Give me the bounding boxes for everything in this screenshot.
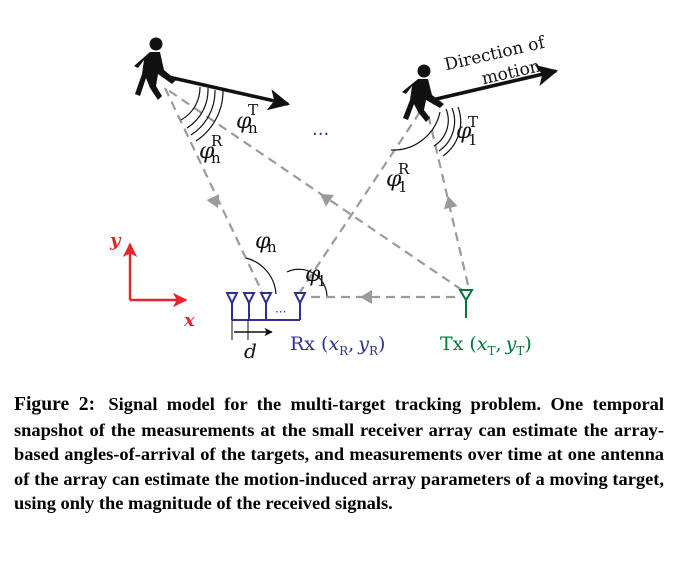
spacing-label-d: d: [244, 339, 257, 363]
axis-y-label: y: [109, 230, 122, 251]
arrowhead-path-n-rx: [206, 194, 220, 208]
arrowhead-tx-1: [443, 196, 458, 210]
label-phi-1-T-sub: 1: [468, 131, 478, 149]
arrowhead-tx-n: [320, 194, 334, 207]
path-tx-to-walker-n: [164, 87, 463, 291]
arc-phi-n-R: [180, 86, 201, 121]
label-phi-1-T: φ: [456, 119, 472, 144]
caption-text: Signal model for the multi-target tracki…: [14, 394, 664, 514]
path-walker-1-to-rx: [299, 111, 421, 293]
arc-phi-1: [286, 268, 328, 297]
rx-antenna-array: [225, 292, 307, 321]
rx-array-ellipsis: ···: [275, 305, 286, 319]
figure-caption: Figure 2: Signal model for the multi-tar…: [14, 392, 664, 516]
label-phi-n-R-sub: n: [211, 149, 221, 167]
targets-ellipsis: ···: [312, 124, 329, 145]
label-phi-1-R-sub: 1: [398, 178, 408, 196]
label-phi-1-T-sup: T: [468, 113, 478, 131]
tx-antenna: [458, 289, 474, 318]
arc-phi-n-T-1: [195, 90, 224, 142]
rx-label: Rx(xR,yR): [290, 333, 385, 358]
label-phi-n: φ: [255, 229, 271, 254]
label-phi-n-T-sub: n: [248, 119, 258, 137]
path-walker-n-to-rx: [164, 87, 263, 293]
walker-1-direction-arrow: [431, 64, 559, 102]
arc-phi-n-T-2: [190, 89, 216, 136]
signal-model-diagram: φ T n φ R n φ T 1 φ R 1 φ n φ 1 ··· Dire…: [109, 32, 559, 363]
label-phi-n-R-sup: R: [211, 132, 223, 150]
tx-label: Tx(xT,yT): [440, 333, 532, 358]
label-phi-1-R: φ: [386, 167, 402, 192]
arc-phi-1-R: [390, 111, 441, 151]
label-phi-n-R: φ: [199, 139, 215, 164]
label-phi-n-sub: n: [267, 238, 277, 256]
xy-axes: y x: [109, 230, 195, 331]
walker-n-direction-arrow: [163, 74, 291, 111]
arc-phi-n-T-3: [186, 87, 209, 129]
arc-phi-1-T-1: [433, 108, 449, 147]
arrowhead-direct: [360, 290, 372, 304]
spacing-indicator: [231, 320, 273, 340]
arc-phi-1-T-2: [438, 107, 456, 152]
arc-phi-1-T-3: [442, 106, 462, 157]
arc-phi-n: [245, 257, 277, 295]
figure-label: Figure 2:: [14, 394, 96, 415]
label-phi-n-T-sup: T: [248, 101, 258, 119]
label-phi-1-R-sup: R: [398, 160, 410, 178]
label-phi-1-sub: 1: [317, 272, 327, 290]
axis-x-label: x: [183, 310, 195, 331]
direction-of-motion-label: Direction of motion: [443, 32, 549, 89]
walker-1-icon: [402, 64, 444, 122]
label-phi-1: φ: [305, 262, 321, 287]
walker-n-icon: [134, 37, 176, 100]
label-phi-n-T: φ: [236, 109, 252, 134]
